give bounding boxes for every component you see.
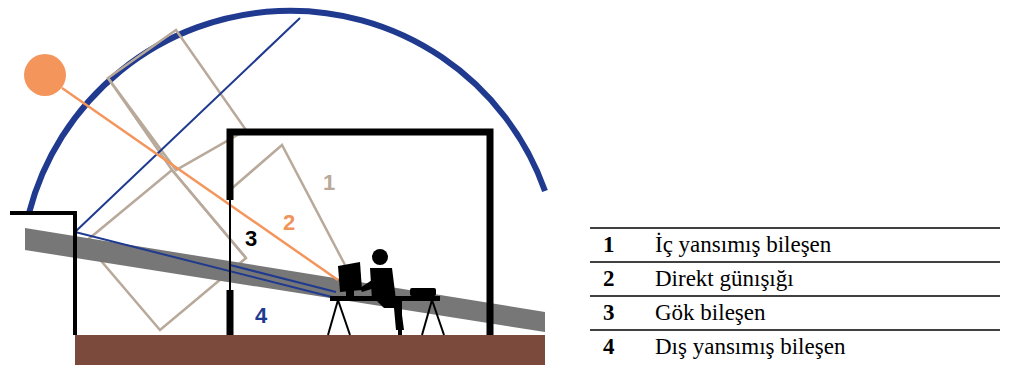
room-wall <box>230 132 490 335</box>
table-number: 3 <box>603 301 615 324</box>
table-rule <box>590 228 1000 330</box>
callout-number: 3 <box>245 228 257 250</box>
ground <box>75 335 545 365</box>
sky-dome <box>29 11 545 213</box>
neighbour-building <box>10 213 75 335</box>
table-number: 4 <box>603 335 615 358</box>
window-glass <box>229 200 231 290</box>
callout-number: 4 <box>255 305 267 327</box>
internal-reflection <box>230 145 345 265</box>
callout-number: 2 <box>283 212 295 234</box>
table-text: Gök bileşen <box>655 301 766 324</box>
table-text: İç yansımış bileşen <box>655 233 831 256</box>
room-wall <box>227 290 234 335</box>
reflection-square <box>108 30 246 170</box>
table-number: 1 <box>603 233 615 256</box>
direct-ray <box>62 88 338 280</box>
sun <box>24 54 66 96</box>
reflected-ray <box>75 18 336 298</box>
table-text: Dış yansımış bileşen <box>655 335 845 358</box>
table-number: 2 <box>603 267 615 290</box>
callout-number: 1 <box>323 172 335 194</box>
table-text: Direkt günışığı <box>655 267 794 290</box>
person-at-desk <box>328 249 444 335</box>
